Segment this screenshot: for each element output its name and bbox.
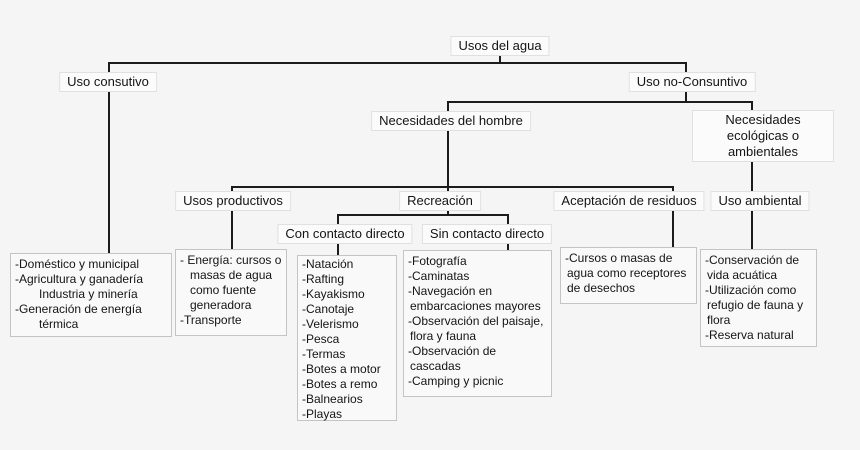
list-item: -Termas bbox=[302, 347, 346, 361]
node-sin-contacto-directo: Sin contacto directo bbox=[421, 224, 553, 244]
list-item: -Utilización como refugio de fauna y flo… bbox=[705, 283, 804, 327]
list-item: -Agricultura y ganadería Industria y min… bbox=[15, 272, 144, 301]
list-item: -Conservación de vida acuática bbox=[705, 253, 800, 282]
list-item: -Velerismo bbox=[302, 317, 359, 331]
list-item: -Camping y picnic bbox=[408, 374, 504, 388]
box-uso-consuntivo-items: -Doméstico y municipal-Agricultura y gan… bbox=[10, 253, 172, 337]
list-item: -Botes a motor bbox=[302, 362, 381, 376]
list-item: -Pesca bbox=[302, 332, 340, 346]
connector-root-stub bbox=[499, 54, 501, 63]
connector-level2-bar bbox=[447, 101, 753, 103]
node-usos-del-agua: Usos del agua bbox=[450, 36, 550, 56]
list-item: -Observación del paisaje, flora y fauna bbox=[408, 314, 544, 343]
list-item: -Kayakismo bbox=[302, 287, 365, 301]
node-uso-consuntivo: Uso consutivo bbox=[59, 72, 157, 92]
list-item: -Playas bbox=[302, 407, 343, 421]
list-item: -Cursos o masas de agua como receptores … bbox=[565, 251, 687, 295]
list-item: -Balnearios bbox=[302, 392, 363, 406]
node-usos-productivos: Usos productivos bbox=[175, 191, 291, 211]
list-item: -Fotografía bbox=[408, 254, 467, 268]
node-recreacion: Recreación bbox=[399, 191, 481, 211]
list-item: -Navegación en embarcaciones mayores bbox=[408, 284, 541, 313]
node-necesidades-hombre: Necesidades del hombre bbox=[371, 111, 531, 131]
connector-nechombre-drop bbox=[447, 101, 449, 187]
node-uso-no-consuntivo: Uso no-Consuntivo bbox=[628, 72, 756, 92]
list-item: -Canotaje bbox=[302, 302, 355, 316]
box-uso-ambiental-items: -Conservación de vida acuática-Utilizaci… bbox=[700, 249, 817, 347]
list-item: -Rafting bbox=[302, 272, 345, 286]
list-item: -Caminatas bbox=[408, 269, 470, 283]
box-usos-productivos-items: - Energía: cursos o masas de agua como f… bbox=[175, 249, 287, 336]
box-sin-contacto-items: -Fotografía-Caminatas-Navegación en emba… bbox=[403, 250, 552, 397]
connector-level4-bar bbox=[337, 214, 509, 216]
list-item: -Doméstico y municipal bbox=[15, 257, 140, 271]
list-item: -Transporte bbox=[180, 313, 242, 327]
box-con-contacto-items: -Natación-Rafting-Kayakismo-Canotaje-Vel… bbox=[297, 255, 397, 421]
connector-consuntivo-drop bbox=[108, 62, 110, 253]
connector-level1-bar bbox=[108, 62, 687, 64]
box-aceptacion-items: -Cursos o masas de agua como receptores … bbox=[560, 247, 697, 304]
node-necesidades-ecologicas: Necesidades ecológicas o ambientales bbox=[692, 110, 834, 162]
node-con-contacto-directo: Con contacto directo bbox=[277, 224, 413, 244]
list-item: -Botes a remo bbox=[302, 377, 378, 391]
list-item: -Reserva natural bbox=[705, 328, 794, 342]
list-item: -Generación de energía térmica bbox=[15, 302, 142, 331]
list-item: - Energía: cursos o masas de agua como f… bbox=[180, 253, 282, 312]
connector-level3-bar bbox=[231, 186, 674, 188]
list-item: -Natación bbox=[302, 257, 354, 271]
list-item: -Observación de cascadas bbox=[408, 344, 497, 373]
connector-aceptacion-drop bbox=[672, 186, 674, 247]
node-uso-ambiental: Uso ambiental bbox=[710, 191, 810, 211]
connector-nececo-drop bbox=[751, 101, 753, 250]
node-aceptacion-residuos: Aceptación de residuos bbox=[553, 191, 705, 211]
connector-productivos-drop bbox=[231, 186, 233, 250]
